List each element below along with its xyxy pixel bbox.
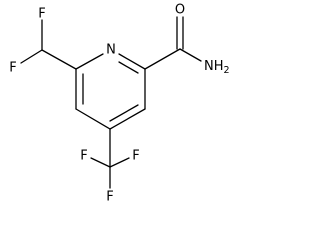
bond-ring-c3-c4 bbox=[109, 108, 146, 130]
atom-nh2-n: N bbox=[204, 59, 214, 74]
bond-chf2-to-f-left bbox=[20, 49, 43, 64]
atom-o-amide: O bbox=[175, 3, 185, 18]
atom-f-cf3-left: F bbox=[80, 149, 87, 164]
bond-carbonyl-to-nh2 bbox=[179, 48, 202, 62]
atom-nh2-subscript: 2 bbox=[224, 65, 230, 76]
bond-ring-c3-c4-inner bbox=[109, 104, 139, 122]
bond-ring-c6-n bbox=[75, 53, 104, 70]
atom-labels: F F N O NH2 F F F bbox=[9, 3, 229, 205]
bond-chf2-to-ring bbox=[41, 49, 77, 70]
molecule-diagram: F F N O NH2 F F F bbox=[9, 3, 229, 205]
atom-f-cf3-bottom: F bbox=[106, 190, 113, 205]
atom-n-ring: N bbox=[106, 43, 116, 58]
bond-cf3-to-f-right bbox=[109, 157, 130, 168]
bond-ring-n-c2-inner bbox=[118, 61, 139, 74]
atom-f-chf2-left: F bbox=[9, 61, 16, 76]
atom-f-chf2-top: F bbox=[38, 7, 45, 22]
atom-f-cf3-right: F bbox=[132, 149, 139, 164]
bond-cf3-to-f-left bbox=[90, 157, 111, 168]
atom-nh2-amide: NH2 bbox=[204, 59, 230, 76]
bond-ring-to-carbonyl bbox=[144, 48, 181, 70]
atom-nh2-h: H bbox=[214, 59, 224, 74]
bond-ring-c4-c5 bbox=[75, 108, 111, 130]
bonds bbox=[20, 16, 202, 189]
bond-ring-n-c2 bbox=[118, 53, 146, 70]
